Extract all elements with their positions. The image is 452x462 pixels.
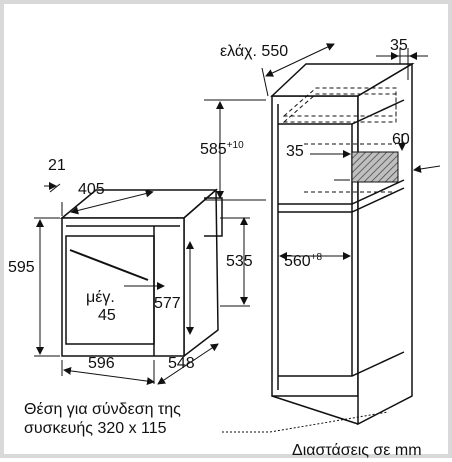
label-560-value: 560 [284, 253, 311, 270]
label-405: 405 [78, 181, 105, 198]
label-min-550: ελάχ. 550 [220, 43, 288, 60]
connection-note-line1: Θέση για σύνδεση της [24, 401, 181, 418]
oven-drawing [59, 188, 223, 358]
label-585: 585+10 [200, 140, 244, 158]
label-585-tolerance: +10 [227, 140, 244, 151]
ventilation-opening [351, 151, 399, 183]
oven-dimensions [34, 182, 250, 386]
cabinet-dimensions [204, 43, 441, 260]
installation-diagram: ελάχ. 550 35 585+10 35 60 560+8 21 405 5… [8, 37, 441, 459]
label-548: 548 [168, 355, 195, 372]
label-577: 577 [154, 295, 181, 312]
label-max-45: 45 [98, 307, 116, 324]
cabinet-drawing [270, 62, 415, 426]
connection-note-line2: συσκευής 320 x 115 [24, 420, 167, 437]
label-vent-60: 60 [392, 131, 410, 148]
units-note: Διαστάσεις σε mm [292, 442, 422, 459]
label-560-tolerance: +8 [311, 252, 323, 263]
label-596: 596 [88, 355, 115, 372]
label-595: 595 [8, 259, 35, 276]
cabinet-hidden-lines [282, 87, 397, 193]
label-21: 21 [48, 157, 66, 174]
label-585-value: 585 [200, 141, 227, 158]
label-35-top: 35 [390, 37, 408, 54]
label-vent-35: 35 [286, 143, 304, 160]
label-max: μέγ. [86, 289, 115, 306]
label-535: 535 [226, 253, 253, 270]
label-560: 560+8 [284, 252, 323, 270]
connection-leader [222, 411, 389, 433]
